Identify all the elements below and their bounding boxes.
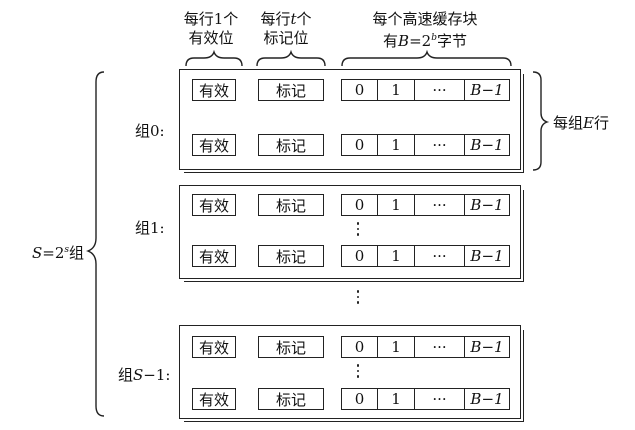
byte-1-cell: 1 <box>377 245 415 267</box>
valid-cell: 有效 <box>192 245 236 267</box>
set-0-label: 组0: <box>135 122 165 140</box>
ellipsis-cell: ··· <box>414 194 465 216</box>
byte-0-cell: 0 <box>341 79 378 101</box>
valid-cell: 有效 <box>192 79 236 101</box>
sets-total-label: S=2s组 <box>32 244 85 262</box>
lines-per-set-brace <box>532 71 550 171</box>
valid-bits-header-line2: 有效位 <box>188 29 234 47</box>
last-byte-cell: B−1 <box>464 79 510 101</box>
set-last-label: 组S−1: <box>118 366 171 384</box>
byte-1-cell: 1 <box>377 388 415 410</box>
byte-1-cell: 1 <box>377 336 415 358</box>
last-byte-cell: B−1 <box>464 388 510 410</box>
valid-header-brace <box>185 49 243 67</box>
valid-bits-header: 每行1个 有效位 <box>176 10 246 48</box>
tag-cell: 标记 <box>258 134 324 156</box>
block-header-brace <box>341 49 512 67</box>
block-header-line1: 每个高速缓存块 <box>372 10 478 28</box>
valid-cell: 有效 <box>192 194 236 216</box>
byte-1-cell: 1 <box>377 134 415 156</box>
tag-cell: 标记 <box>258 336 324 358</box>
sets-brace <box>86 71 105 417</box>
byte-0-cell: 0 <box>341 245 378 267</box>
tag-cell: 标记 <box>258 388 324 410</box>
tag-cell: 标记 <box>258 245 324 267</box>
valid-cell: 有效 <box>192 134 236 156</box>
last-byte-cell: B−1 <box>464 194 510 216</box>
last-byte-cell: B−1 <box>464 245 510 267</box>
valid-bits-header-line1: 每行1个 <box>183 10 239 28</box>
ellipsis-cell: ··· <box>414 388 465 410</box>
byte-0-cell: 0 <box>341 336 378 358</box>
lines-per-set-label: 每组E行 <box>553 114 609 132</box>
block-header-line2: 有B=2b字节 <box>383 32 467 50</box>
byte-0-cell: 0 <box>341 134 378 156</box>
byte-0-cell: 0 <box>341 194 378 216</box>
valid-cell: 有效 <box>192 388 236 410</box>
tag-bits-header-line2: 标记位 <box>263 29 309 47</box>
valid-cell: 有效 <box>192 336 236 358</box>
sets-vertical-ellipsis <box>355 290 361 307</box>
set-1-label: 组1: <box>135 219 165 237</box>
vertical-ellipsis <box>355 364 361 381</box>
tag-cell: 标记 <box>258 79 324 101</box>
byte-1-cell: 1 <box>377 194 415 216</box>
ellipsis-cell: ··· <box>414 336 465 358</box>
tag-cell: 标记 <box>258 194 324 216</box>
byte-1-cell: 1 <box>377 79 415 101</box>
last-byte-cell: B−1 <box>464 336 510 358</box>
last-byte-cell: B−1 <box>464 134 510 156</box>
ellipsis-cell: ··· <box>414 134 465 156</box>
vertical-ellipsis <box>355 222 361 239</box>
ellipsis-cell: ··· <box>414 79 465 101</box>
ellipsis-cell: ··· <box>414 245 465 267</box>
byte-0-cell: 0 <box>341 388 378 410</box>
tag-bits-header: 每行t个 标记位 <box>251 10 321 48</box>
tag-header-brace <box>256 49 326 67</box>
block-header: 每个高速缓存块 有B=2b字节 <box>340 10 510 51</box>
tag-bits-header-line1: 每行t个 <box>260 10 312 28</box>
